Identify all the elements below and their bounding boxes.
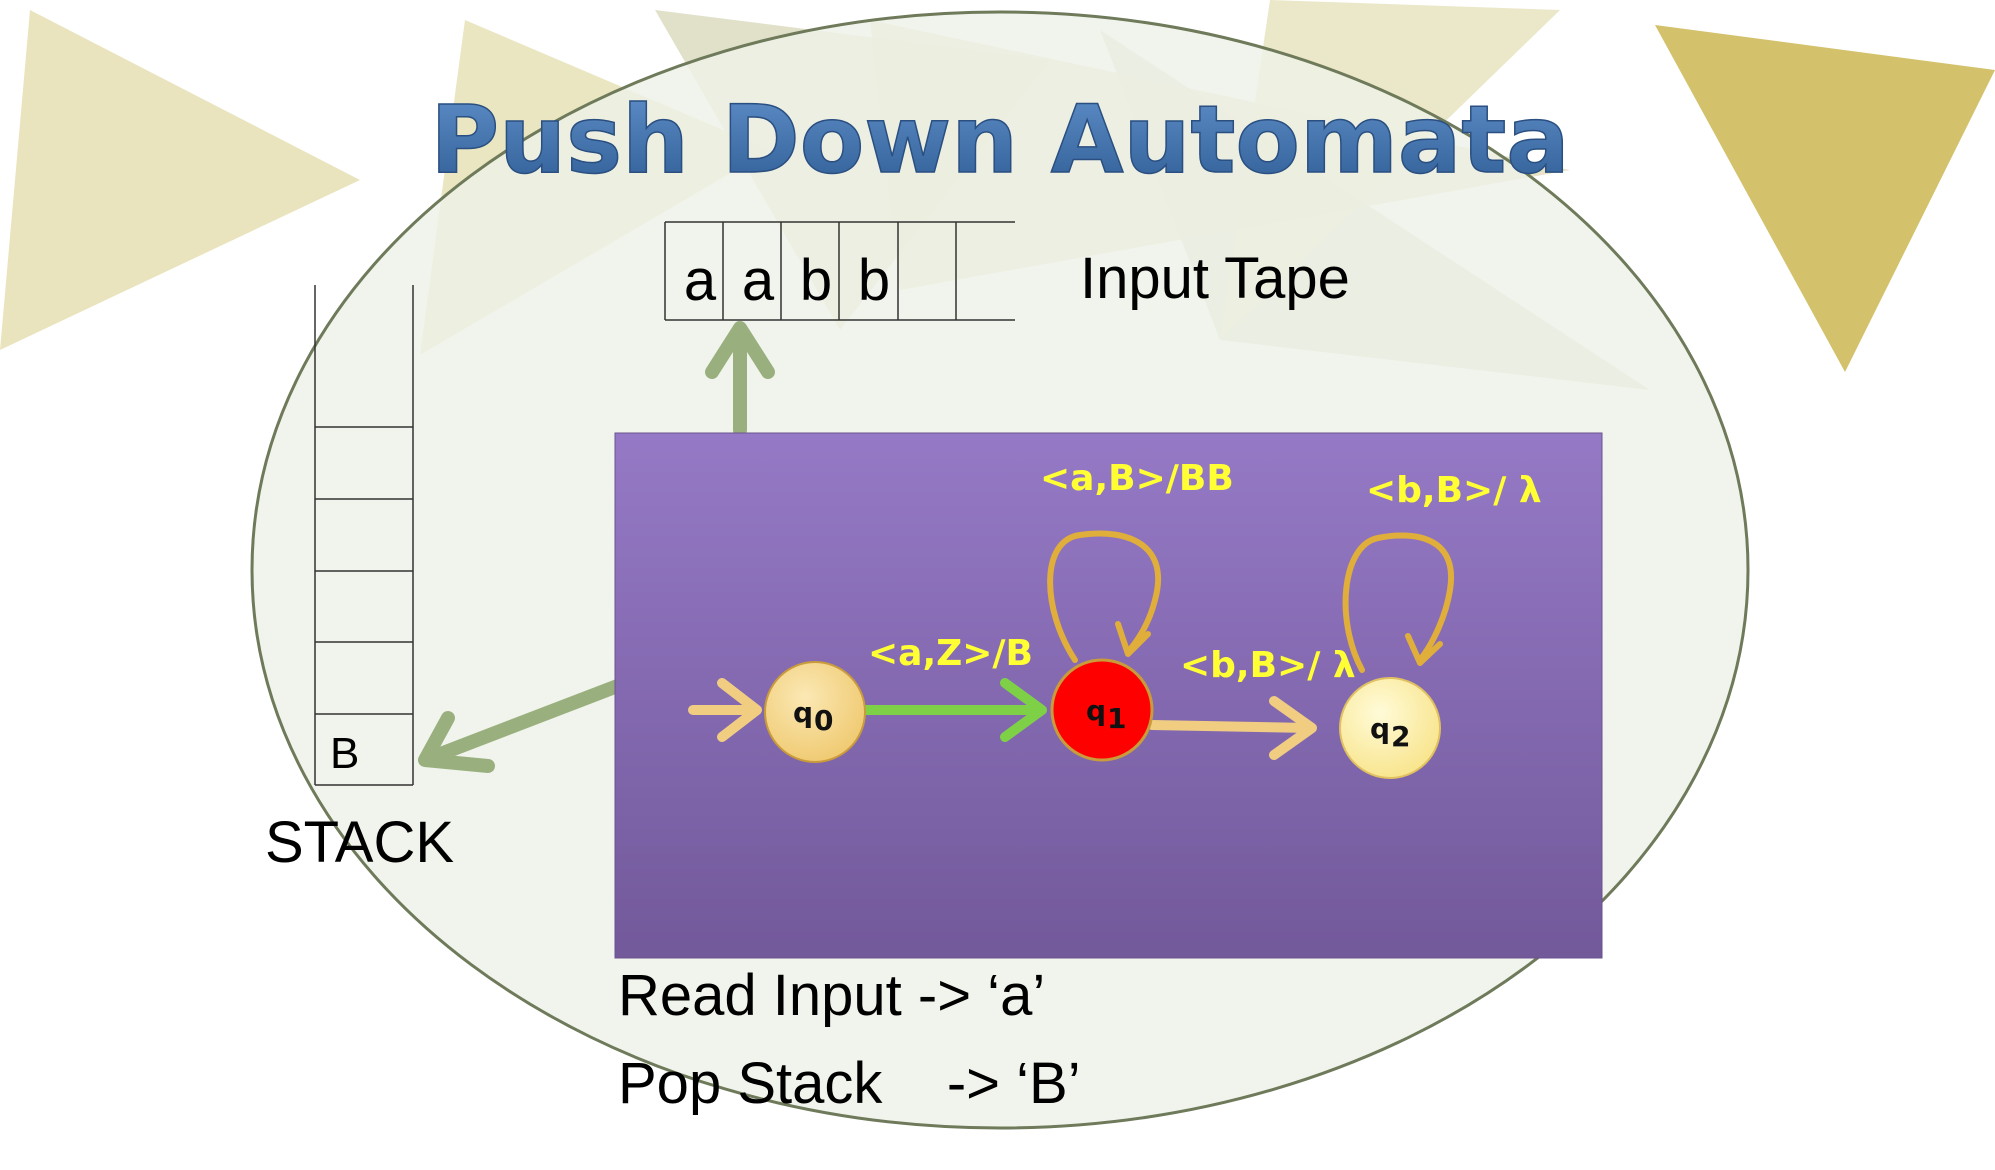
tape-head-arrow: [705, 321, 775, 437]
state-q1-sub: 1: [1107, 702, 1126, 735]
status-read-input: Read Input -> ‘a’: [618, 963, 1045, 1028]
transition-label-q2-q2: <b,B>/ λ: [1366, 470, 1542, 511]
state-q0-sub: 0: [814, 704, 833, 737]
transition-label-q1-q2: <b,B>/ λ: [1180, 645, 1356, 686]
stack-label: STACK: [265, 810, 454, 875]
state-q2-name: q: [1370, 712, 1390, 745]
stack-pointer-arrow: [418, 678, 627, 773]
tape-cell: a: [684, 248, 717, 313]
transition-label-q0-q1: <a,Z>/B: [868, 633, 1033, 674]
input-tape: a a b b: [664, 221, 1015, 321]
status-pop-stack: Pop Stack -> ‘B’: [618, 1051, 1081, 1116]
state-q0: q 0: [764, 661, 866, 763]
state-q1: q 1: [1050, 658, 1154, 762]
tape-cell: b: [858, 248, 890, 313]
self-loop-q2: [1342, 532, 1455, 673]
bg-triangle-1: [0, 10, 360, 350]
stack: B: [314, 285, 414, 786]
bg-triangle-gold: [1655, 25, 1995, 372]
state-q0-name: q: [793, 696, 813, 729]
state-q2: q 2: [1339, 677, 1441, 779]
input-tape-label: Input Tape: [1080, 246, 1350, 311]
tape-cell: a: [742, 248, 775, 313]
transition-label-q1-q1: <a,B>/BB: [1040, 458, 1234, 499]
start-arrow: [688, 678, 762, 742]
page-title: Push Down Automata: [430, 86, 1569, 195]
transition-arrow-q0-q1: [860, 678, 1047, 742]
tape-cell: b: [800, 248, 832, 313]
state-q1-name: q: [1086, 694, 1106, 727]
state-q2-sub: 2: [1391, 720, 1410, 753]
self-loop-q1: [1047, 530, 1162, 663]
stack-cell: B: [330, 729, 359, 778]
transition-arrow-q1-q2: [1147, 696, 1317, 760]
